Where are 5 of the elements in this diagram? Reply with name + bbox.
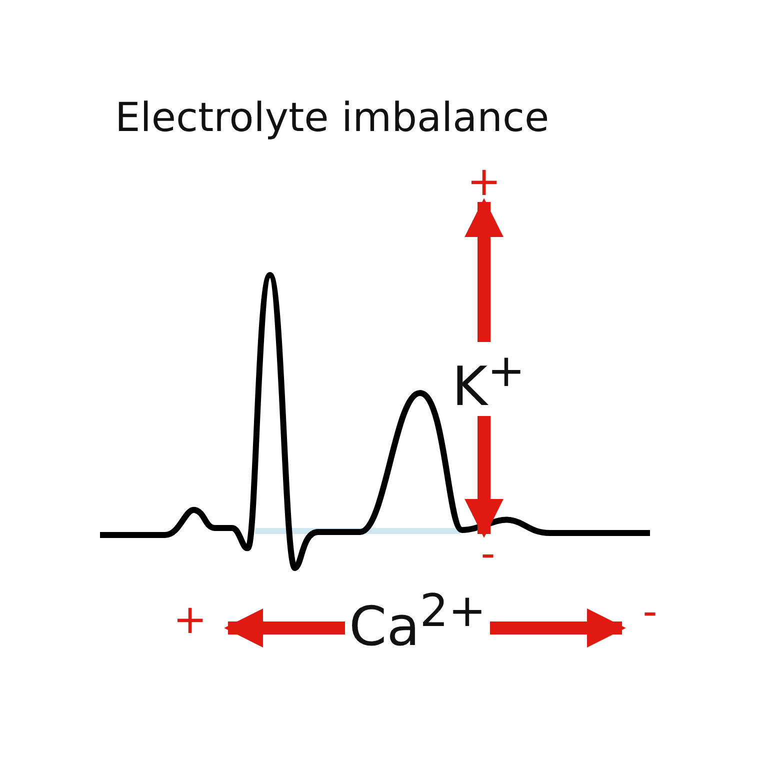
title: Electrolyte imbalance: [115, 95, 550, 141]
plus-sign: +: [466, 162, 502, 202]
minus-sign: -: [470, 534, 506, 574]
plus-sign: +: [172, 600, 208, 640]
minus-sign: -: [632, 592, 668, 632]
